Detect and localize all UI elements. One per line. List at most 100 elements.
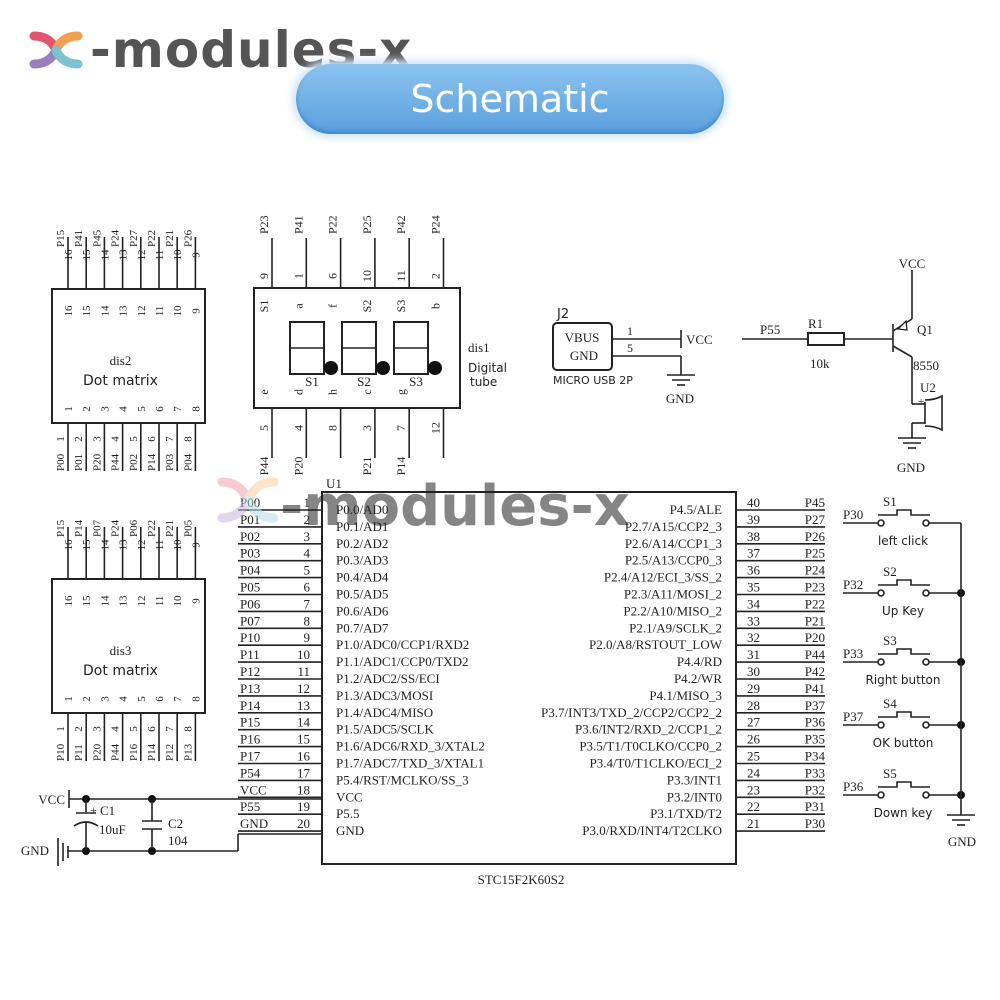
- inner-pin-number: 13: [118, 305, 130, 317]
- switch-ref: S5: [883, 766, 897, 781]
- inner-pin-number: 1: [63, 696, 75, 702]
- pin-number: 8: [182, 436, 194, 442]
- net-label: P21: [164, 520, 176, 537]
- net-label: P31: [805, 799, 825, 814]
- net-label: P20: [805, 630, 825, 645]
- pin-number: 3: [304, 529, 311, 544]
- pin-number: 12: [297, 681, 310, 696]
- pin-function: P2.6/A14/CCP1_3: [625, 536, 722, 551]
- inner-pin-number: 13: [118, 595, 130, 607]
- switch-label: OK button: [873, 736, 934, 750]
- pin-number: 39: [747, 512, 760, 527]
- pin-number: 22: [747, 799, 760, 814]
- net-label: VCC: [240, 782, 267, 797]
- switch-label: Down key: [874, 806, 933, 820]
- pin-number: 34: [747, 596, 761, 611]
- component-ref: dis2: [110, 353, 132, 368]
- pin-number: 3: [360, 425, 374, 431]
- net-label: P55: [760, 322, 780, 337]
- push-button-icon: [878, 711, 930, 718]
- switch-label: left click: [878, 534, 928, 548]
- net-label: VCC: [686, 332, 713, 347]
- net-label: P26: [182, 229, 194, 247]
- inner-pin-number: 7: [172, 406, 184, 412]
- pin-function: P0.4/AD4: [336, 570, 389, 585]
- net-label: VCC: [38, 792, 65, 807]
- push-button-icon: [878, 781, 930, 788]
- net-label: GND: [666, 391, 694, 406]
- net-label: P14: [146, 453, 158, 471]
- inner-pin-number: 9: [190, 598, 202, 604]
- pin-function: P0.2/AD2: [336, 536, 388, 551]
- pin-number: 3: [91, 726, 103, 732]
- polarity-mark: +: [90, 803, 97, 817]
- segment-pin-label: S2: [360, 300, 374, 313]
- net-label: P13: [240, 681, 260, 696]
- junction-dot: [324, 361, 338, 375]
- inner-pin-number: 14: [99, 595, 111, 607]
- net-label: P13: [182, 743, 194, 761]
- net-label: P03: [240, 546, 260, 561]
- net-label: P35: [805, 732, 825, 747]
- pin-number: 11: [154, 540, 166, 551]
- net-label: VCC: [899, 256, 926, 271]
- polarity-mark: +: [918, 396, 924, 408]
- digit-label: S3: [409, 374, 423, 389]
- pin-number: 5: [304, 563, 311, 578]
- pin-function: P2.3/A11/MOSI_2: [624, 587, 722, 602]
- pin-number: 9: [257, 273, 271, 279]
- pin-number: 35: [747, 580, 760, 595]
- pin-number: 6: [146, 726, 158, 732]
- pin-number: 11: [297, 664, 310, 679]
- net-label: P30: [843, 507, 863, 522]
- pin-number: 1: [55, 726, 67, 732]
- net-label: P27: [128, 229, 140, 247]
- digital-tube-dis1: 9P23S1e5P441P41ad4P206P22fh810P25S2c3P21…: [253, 215, 507, 475]
- pin-function: P1.3/ADC3/MOSI: [336, 688, 433, 703]
- pin-number: 21: [747, 816, 760, 831]
- pin-number: 13: [118, 539, 130, 551]
- segment-pin-label: b: [429, 303, 443, 309]
- junction-dot: [376, 361, 390, 375]
- pin-function: P1.2/ADC2/SS/ECI: [336, 671, 440, 686]
- net-label: P20: [91, 743, 103, 761]
- pin-function: P2.5/A13/CCP0_3: [625, 553, 722, 568]
- net-label: P26: [805, 529, 826, 544]
- switch-contact: [877, 721, 885, 729]
- pin-function: P3.1/TXD/T2: [650, 806, 722, 821]
- pin-function: P1.1/ADC1/CCP0/TXD2: [336, 654, 469, 669]
- pin-number: 7: [164, 726, 176, 732]
- net-label: P41: [73, 230, 85, 247]
- pin-number: 5: [257, 425, 271, 431]
- component-value: 10k: [810, 356, 830, 371]
- net-label: P22: [326, 215, 340, 234]
- net-label: GND: [948, 834, 976, 849]
- net-label: P37: [843, 709, 864, 724]
- net-label: P04: [240, 563, 261, 578]
- inner-pin-number: 11: [154, 306, 166, 317]
- pin-number: 19: [297, 799, 310, 814]
- net-label: P05: [240, 580, 260, 595]
- net-label: P22: [805, 596, 825, 611]
- net-label: P54: [240, 765, 261, 780]
- buzzer-icon: [924, 394, 943, 432]
- net-label: P27: [805, 512, 826, 527]
- pin-number: 15: [297, 732, 310, 747]
- net-label: P24: [110, 229, 122, 247]
- digit-label: S1: [305, 374, 319, 389]
- pin-function: P3.4/T0/T1CLKO/ECI_2: [589, 756, 722, 771]
- net-label: GND: [21, 843, 49, 858]
- component-label: Dot matrix: [83, 663, 158, 679]
- pin-number: 10: [297, 647, 310, 662]
- net-label: GND: [897, 460, 925, 475]
- pin-function: P3.5/T1/T0CLKO/CCP0_2: [579, 739, 722, 754]
- part-number: MICRO USB 2P: [553, 374, 633, 387]
- pin-number: 16: [297, 749, 311, 764]
- pin-number: 7: [304, 596, 311, 611]
- watermark-logo-icon: [217, 477, 253, 505]
- pin-number: 9: [304, 630, 311, 645]
- transistor-arrow-icon: [896, 319, 908, 331]
- net-label: P23: [805, 580, 825, 595]
